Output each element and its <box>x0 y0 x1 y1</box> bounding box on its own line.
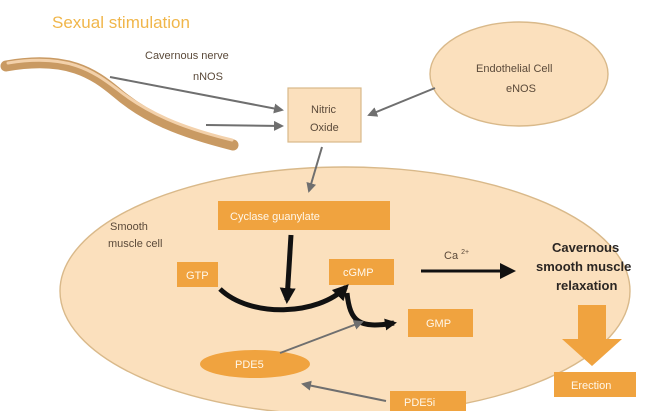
cgmp-label: cGMP <box>343 267 374 279</box>
guanylate-cyclase-box <box>218 201 390 230</box>
nitric-oxide-line-1: Nitric <box>311 104 337 116</box>
endothelial-cell <box>429 21 609 127</box>
smooth-muscle-line-2: muscle cell <box>108 238 162 250</box>
gtp-box <box>177 262 218 287</box>
pde5-ellipse <box>200 350 310 378</box>
relaxation-label: Cavernous smooth muscle relaxation <box>536 240 635 293</box>
smooth-muscle-line-1: Smooth <box>110 221 148 233</box>
relaxation-line-1: Cavernous <box>552 240 619 255</box>
relaxation-to-erection-arrow <box>562 305 622 366</box>
cavernous-nerve-line-2: nNOS <box>193 71 223 83</box>
endothelial-cell-line-1: Endothelial Cell <box>476 63 552 75</box>
calcium-label: Ca 2+ <box>444 249 469 262</box>
no-to-cell-arrow <box>306 146 323 193</box>
erection-box <box>554 372 636 397</box>
relaxation-line-3: relaxation <box>556 278 617 293</box>
cavernous-nerve-highlight <box>6 58 234 142</box>
endothelial-cell-label: Endothelial Cell eNOS <box>476 63 556 95</box>
pde5-inhibitor-box <box>390 391 466 411</box>
pde5-inhibitor-label: PDE5i <box>404 397 435 409</box>
nerve-to-no-arrow-2 <box>205 120 284 131</box>
cgmp-box <box>329 259 394 285</box>
cyclase-down-arrow <box>279 234 296 304</box>
inhibitor-to-pde5-arrow <box>301 380 387 402</box>
nitric-oxide-label: Nitric Oxide <box>310 104 339 134</box>
relaxation-line-2: smooth muscle <box>536 259 631 274</box>
calcium-superscript: 2+ <box>461 249 469 256</box>
diagram-title: Sexual stimulation <box>52 13 190 32</box>
guanylate-cyclase-label: Cyclase guanylate <box>230 211 320 223</box>
gmp-label: GMP <box>426 318 451 330</box>
smooth-muscle-label: Smooth muscle cell <box>108 221 162 250</box>
gtp-label: GTP <box>186 270 209 282</box>
gmp-box <box>408 309 473 337</box>
gtp-to-cgmp-curve <box>218 284 349 313</box>
erection-label: Erection <box>571 380 611 392</box>
nitric-oxide-line-2: Oxide <box>310 122 339 134</box>
endothelial-to-no-arrow <box>367 87 436 117</box>
pde5-to-curve-arrow <box>279 320 364 354</box>
pde5-label: PDE5 <box>235 359 264 371</box>
nitric-oxide-box <box>287 87 362 143</box>
endothelial-cell-line-2: eNOS <box>506 83 536 95</box>
cavernous-nerve-fiber <box>0 57 239 151</box>
cavernous-nerve-label: Cavernous nerve nNOS <box>145 50 232 83</box>
cavernous-nerve-line-1: Cavernous nerve <box>145 50 229 62</box>
nerve-to-no-arrow-1 <box>109 76 284 114</box>
calcium-text: Ca <box>444 250 459 262</box>
